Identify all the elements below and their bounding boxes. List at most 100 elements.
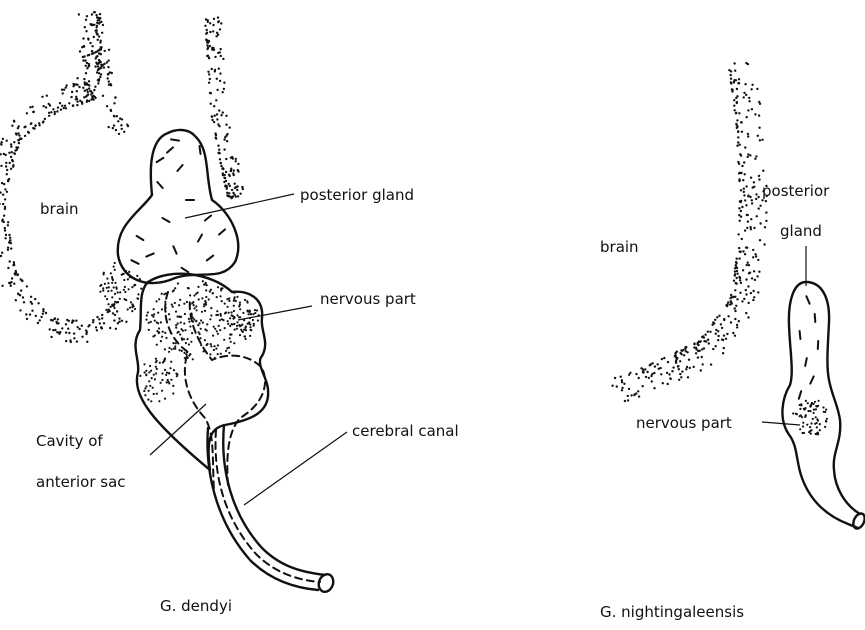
stipple-dot (685, 350, 687, 352)
stipple-dot (187, 287, 189, 289)
stipple-dot (214, 70, 216, 72)
stipple-dot (736, 258, 738, 260)
gland-dash (815, 314, 816, 322)
stipple-dot (220, 315, 222, 317)
stipple-dot (43, 105, 45, 107)
stipple-dot (210, 343, 212, 345)
stipple-dot (22, 296, 24, 298)
stipple-dot (26, 285, 28, 287)
stipple-dot (206, 323, 208, 325)
stipple-dot (239, 334, 241, 336)
stipple-dot (228, 183, 230, 185)
gland-dash (167, 147, 173, 152)
stipple-dot (116, 115, 118, 117)
stipple-dot (229, 317, 231, 319)
stipple-dot (117, 291, 119, 293)
stipple-dot (100, 284, 102, 286)
stipple-dot (216, 296, 218, 298)
stipple-dot (254, 309, 256, 311)
gland-dash (207, 256, 213, 261)
gland-dash (205, 216, 211, 221)
stipple-dot (148, 322, 150, 324)
stipple-dot (739, 279, 741, 281)
stipple-dot (755, 198, 757, 200)
stipple-dot (223, 138, 225, 140)
stipple-dot (734, 335, 736, 337)
stipple-dot (111, 72, 113, 74)
stipple-dot (740, 282, 742, 284)
stipple-dot (84, 81, 86, 83)
stipple-dot (228, 192, 230, 194)
stipple-dot (742, 179, 744, 181)
stipple-dot (88, 100, 90, 102)
stipple-dot (234, 329, 236, 331)
stipple-dot (19, 294, 21, 296)
stipple-dot (147, 399, 149, 401)
stipple-dot (153, 308, 155, 310)
stipple-dot (735, 282, 737, 284)
stipple-dot (54, 317, 56, 319)
stipple-dot (734, 270, 736, 272)
stipple-dot (85, 329, 87, 331)
stipple-dot (738, 112, 740, 114)
stipple-dot (642, 368, 644, 370)
stipple-dot (745, 204, 747, 206)
stipple-dot (123, 279, 125, 281)
stipple-dot (63, 89, 65, 91)
label-brain-right: brain (600, 238, 639, 256)
stipple-dot (219, 72, 221, 74)
stipple-dot (11, 125, 13, 127)
stipple-dot (721, 327, 723, 329)
stipple-dot (730, 294, 732, 296)
stipple-dot (123, 273, 125, 275)
stipple-dot (183, 352, 185, 354)
gland-dash (800, 331, 801, 339)
stipple-dot (233, 342, 235, 344)
stipple-dot (227, 306, 229, 308)
stipple-dot (730, 74, 732, 76)
stipple-dot (99, 13, 101, 15)
stipple-dot (621, 381, 623, 383)
stipple-dot (52, 319, 54, 321)
stipple-dot (155, 372, 157, 374)
stipple-dot (65, 86, 67, 88)
stipple-dot (182, 330, 184, 332)
stipple-dot (76, 98, 78, 100)
stipple-dot (747, 220, 749, 222)
stipple-dot (137, 293, 139, 295)
stipple-dot (236, 296, 238, 298)
stipple-dot (94, 11, 96, 13)
stipple-dot (103, 273, 105, 275)
stipple-dot (18, 142, 20, 144)
stipple-dot (19, 309, 21, 311)
stipple-dot (247, 323, 249, 325)
stipple-dot (107, 77, 109, 79)
stipple-dot (164, 369, 166, 371)
stipple-dot (102, 290, 104, 292)
stipple-dot (708, 342, 710, 344)
stipple-dot (197, 292, 199, 294)
stipple-dot (227, 320, 229, 322)
stipple-dot (65, 323, 67, 325)
stipple-dot (189, 294, 191, 296)
stipple-dot (91, 13, 93, 15)
stipple-dot (207, 55, 209, 57)
stipple-dot (156, 300, 158, 302)
stipple-dot (758, 114, 760, 116)
stipple-dot (735, 262, 737, 264)
stipple-dot (124, 286, 126, 288)
stipple-dot (226, 185, 228, 187)
stipple-dot (86, 67, 88, 69)
stipple-dot (750, 218, 752, 220)
stipple-dot (219, 329, 221, 331)
stipple-dot (633, 394, 635, 396)
stipple-dot (752, 290, 754, 292)
stipple-dot (672, 366, 674, 368)
stipple-dot (29, 106, 31, 108)
stipple-dot (4, 206, 6, 208)
stipple-dot (209, 353, 211, 355)
stipple-dot (48, 112, 50, 114)
gland-dash (810, 376, 813, 383)
stipple-dot (237, 163, 239, 165)
stipple-dot (621, 387, 623, 389)
